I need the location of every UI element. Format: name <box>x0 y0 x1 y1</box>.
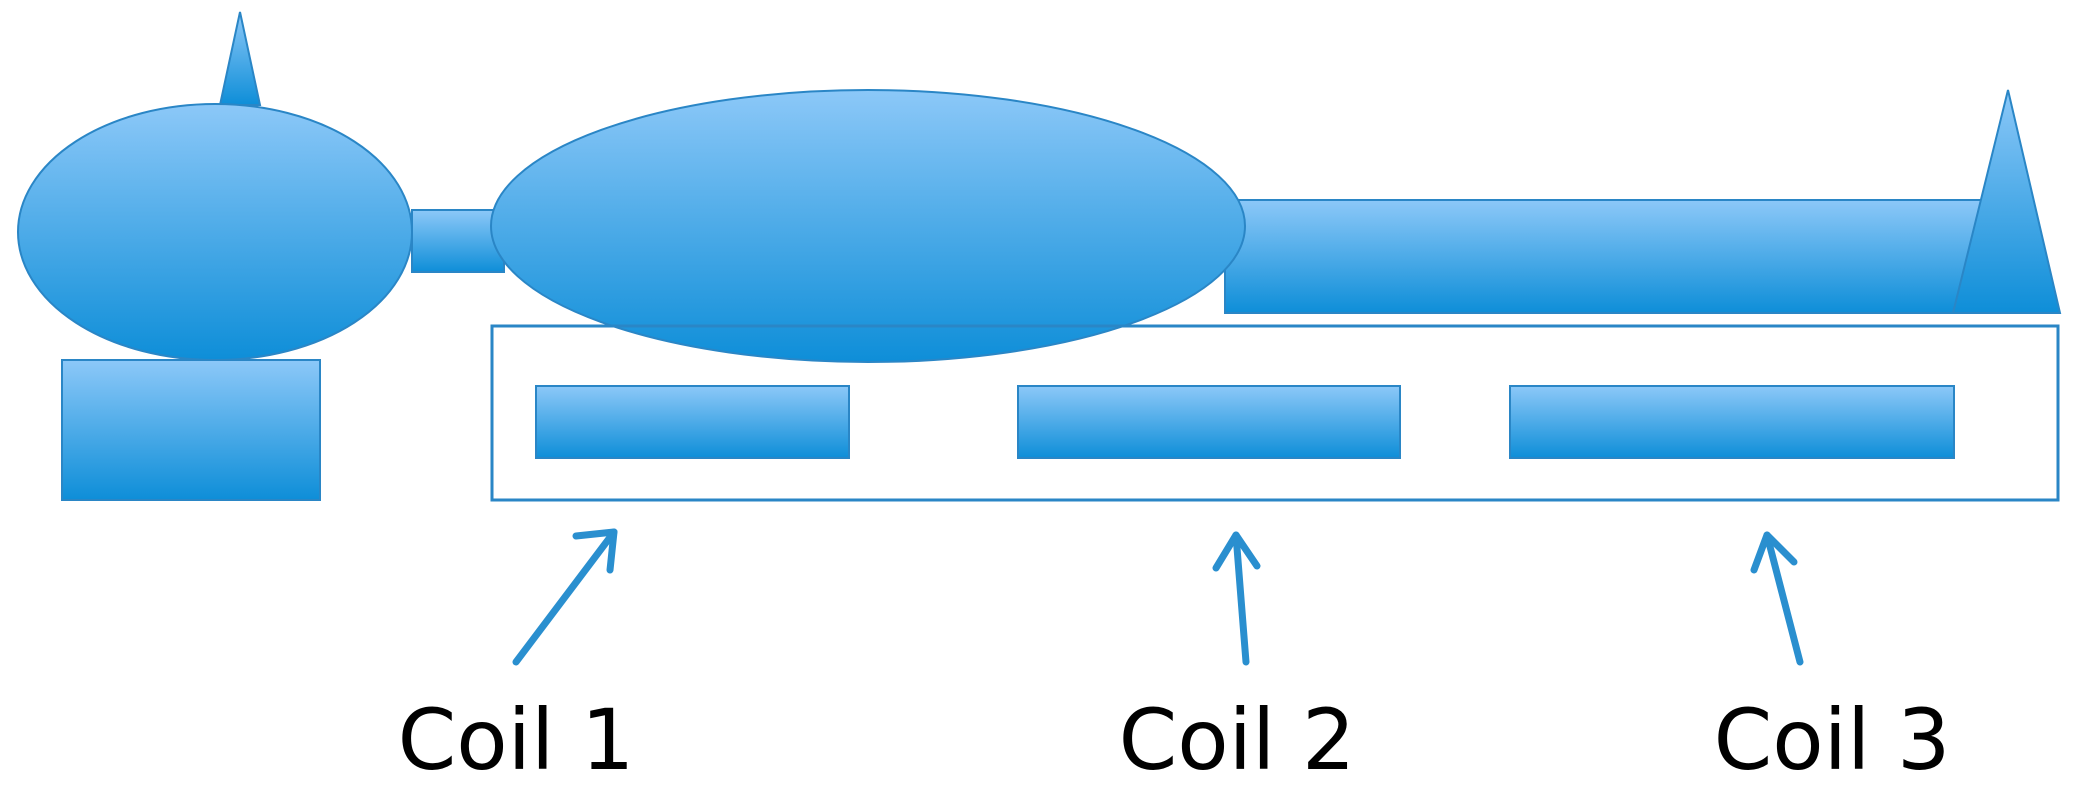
coil-2-label: Coil 2 <box>1118 691 1356 789</box>
coil-1-bar <box>535 385 850 459</box>
nose <box>218 11 262 106</box>
coil-2-arrow <box>1212 531 1261 666</box>
chest <box>490 89 1246 363</box>
coil-3-arrow <box>1750 531 1804 666</box>
head <box>17 103 413 361</box>
coil-1-label: Coil 1 <box>397 691 635 789</box>
coil-3-bar <box>1509 385 1955 459</box>
feet <box>1951 89 2062 314</box>
coil-housing <box>490 324 2060 502</box>
body-trunk <box>1224 199 2021 314</box>
coil-1-arrow <box>512 528 618 666</box>
coil-3-label: Coil 3 <box>1713 691 1951 789</box>
coil-2-bar <box>1017 385 1401 459</box>
head-support-block <box>61 359 321 501</box>
neck <box>411 209 505 273</box>
